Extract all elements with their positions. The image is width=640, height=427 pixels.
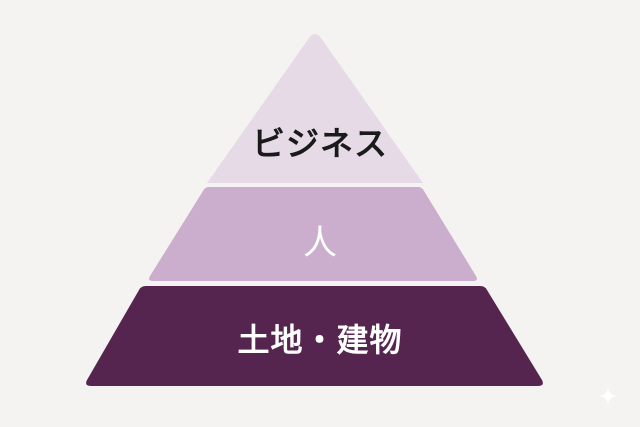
pyramid-level-bottom bbox=[86, 286, 543, 386]
sparkle-icon bbox=[599, 387, 617, 405]
level-middle-label: 人 bbox=[303, 223, 337, 263]
pyramid-level-middle bbox=[149, 187, 477, 281]
level-bottom-label: 土地・建物 bbox=[237, 321, 403, 359]
level-top-label: ビジネス bbox=[252, 124, 388, 163]
pyramid-level-top bbox=[207, 34, 423, 183]
